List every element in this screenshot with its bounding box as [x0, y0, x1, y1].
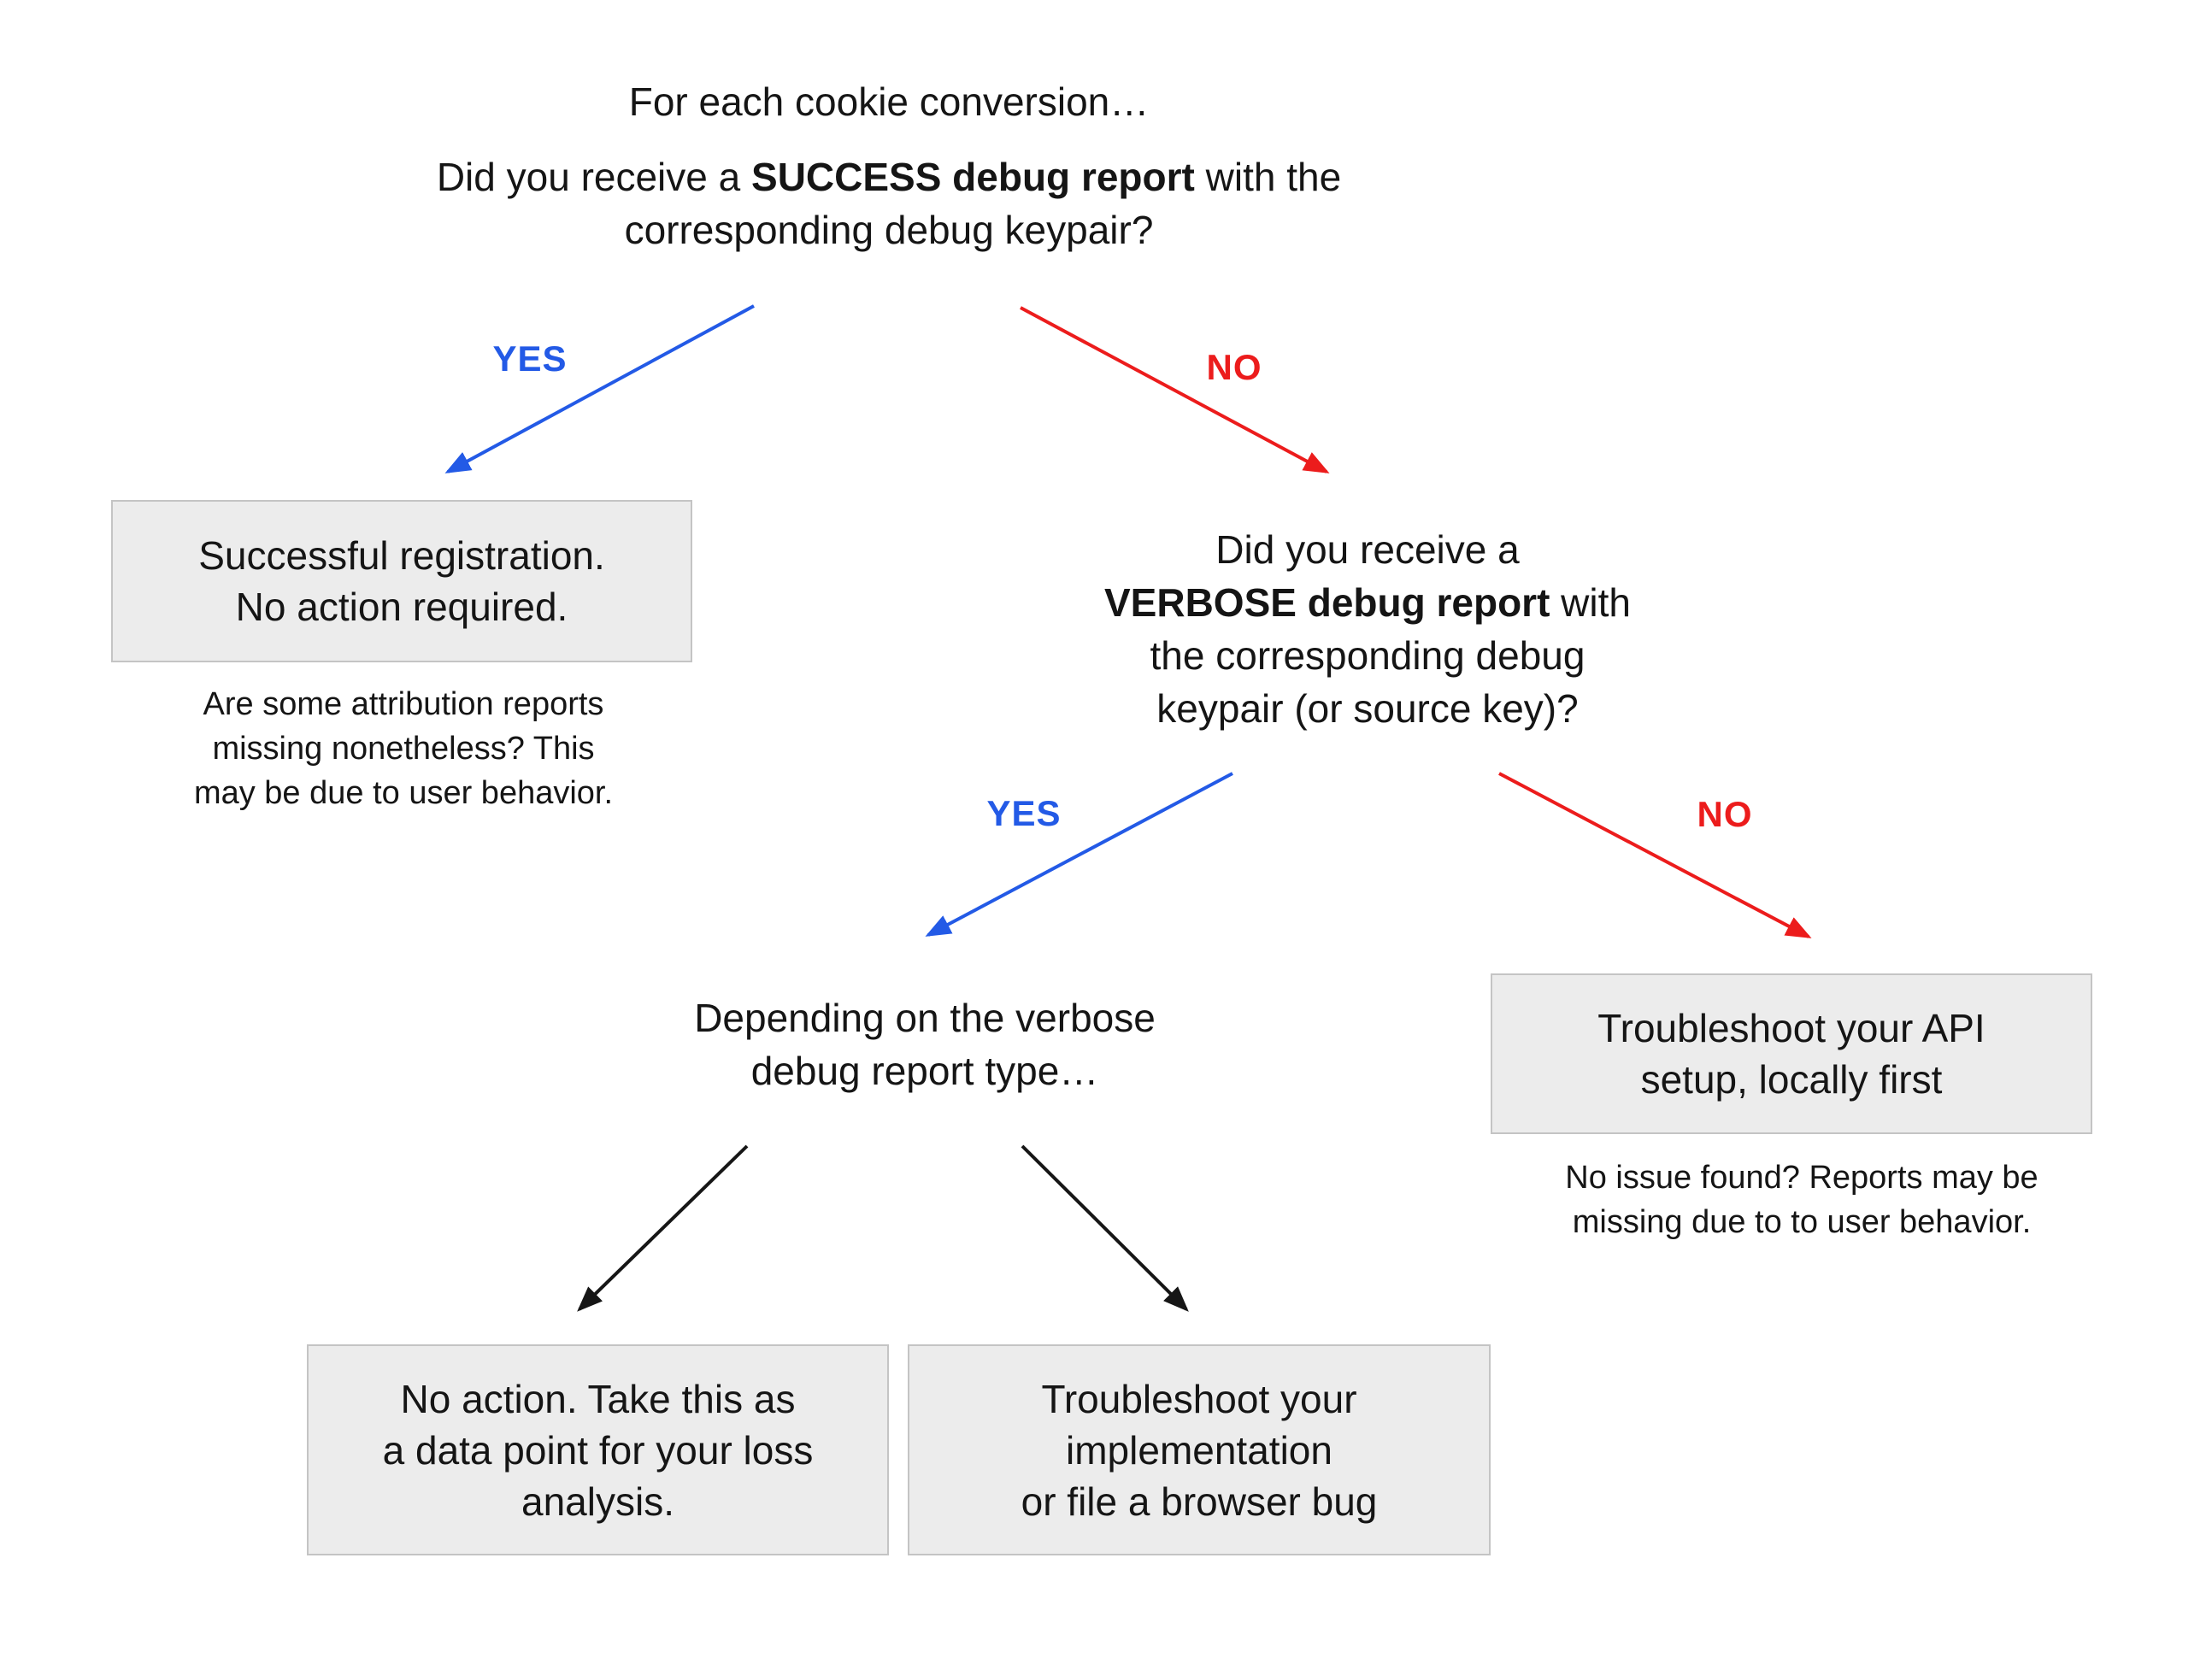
outcome-box-troubleshoot-api: Troubleshoot your API setup, locally fir…: [1491, 973, 2092, 1134]
success-note: Are some attribution reports missing non…: [193, 686, 614, 811]
outcome-box-troubleshoot-implementation: Troubleshoot your implementation or file…: [908, 1344, 1491, 1555]
root-question-line1: Did you receive a SUCCESS debug report w…: [436, 155, 1342, 199]
verbose-left-arrow: [577, 1144, 749, 1312]
no-label-level1: NO: [1206, 347, 1262, 387]
verbose-right-arrow: [1021, 1144, 1189, 1312]
yes-label-level2: YES: [986, 793, 1062, 833]
outcome-box-loss-analysis: No action. Take this as a data point for…: [307, 1344, 889, 1555]
no-arrow-level1: [1020, 306, 1330, 473]
depending-statement: Depending on the verbose debug report ty…: [694, 996, 1156, 1093]
outcome-troubleshoot-api-text: Troubleshoot your API setup, locally fir…: [1597, 1006, 1986, 1102]
no-arrow-level2: [1498, 772, 1812, 938]
yes-arrow-level1: [444, 304, 755, 473]
root-question: For each cookie conversion… Did you rece…: [291, 75, 1487, 256]
root-question-intro: For each cookie conversion…: [628, 79, 1150, 124]
yes-arrow-level2: [925, 772, 1233, 937]
verbose-question: Did you receive a VERBOSE debug report w…: [974, 523, 1761, 735]
api-note: No issue found? Reports may be missing d…: [1565, 1160, 2038, 1240]
outcome-loss-analysis-text: No action. Take this as a data point for…: [382, 1376, 814, 1524]
outcome-successful-registration-text: Successful registration. No action requi…: [198, 533, 605, 629]
verbose-question-line2: VERBOSE debug report with: [1104, 580, 1631, 625]
no-label-level2: NO: [1697, 794, 1753, 834]
outcome-box-successful-registration: Successful registration. No action requi…: [111, 500, 692, 662]
root-question-line2: corresponding debug keypair?: [624, 208, 1154, 252]
yes-label-level1: YES: [492, 338, 568, 379]
outcome-troubleshoot-implementation-text: Troubleshoot your implementation or file…: [1021, 1376, 1378, 1524]
